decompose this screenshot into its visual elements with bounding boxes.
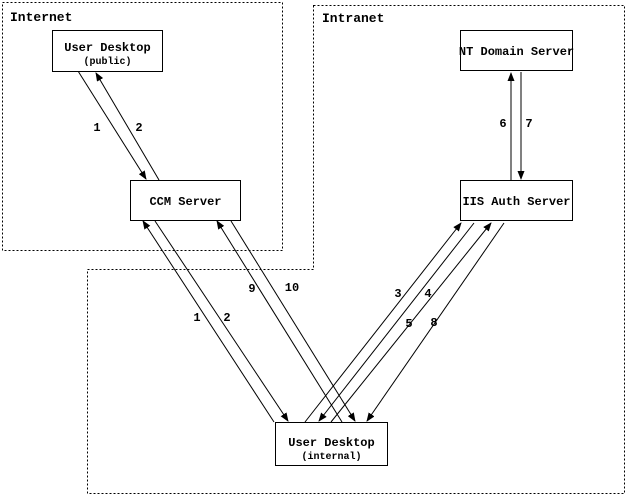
edge-label-3: 3 [394,287,401,301]
edge-4-iis-to-internal-desktop [318,222,475,422]
edge-10-ccm-to-internal-desktop [230,220,356,422]
edge-label-5: 5 [405,317,412,331]
ccm-server-box [130,180,241,221]
edge-9-internal-desktop-to-ccm [216,220,343,423]
nt-domain-server-box [460,30,573,71]
ccm-server-label: CCM Server [149,195,221,209]
internet-zone-label: Internet [10,10,72,25]
user-desktop-internal-sublabel: (internal) [301,451,361,463]
user-desktop-public-label: User Desktop [64,41,150,55]
user-desktop-internal-label: User Desktop [288,436,374,450]
edge-label-8: 8 [430,316,437,330]
edge-8-iis-to-internal-desktop [366,222,505,422]
edge-label-1-internal: 1 [193,311,200,325]
edge-2-ccm-to-internal-desktop [154,220,289,422]
nt-domain-server-label: NT Domain Server [459,45,574,59]
user-desktop-public-sublabel: (public) [83,56,131,68]
edge-label-2-internal: 2 [223,311,230,325]
edge-2-ccm-to-public-desktop [95,72,160,181]
edge-label-4: 4 [424,287,431,301]
internet-zone-outline [2,2,283,251]
iis-auth-server-label: IIS Auth Server [462,195,570,209]
user-desktop-internal-box [275,422,388,466]
intranet-zone-label: Intranet [322,11,384,26]
iis-auth-server-box [460,180,573,221]
edge-3-internal-desktop-to-iis [304,222,462,423]
edge-label-10: 10 [285,281,299,295]
node-ccm-server: CCM Server [130,180,241,221]
user-desktop-public-box [52,30,163,72]
edge-label-6: 6 [499,117,506,131]
node-user-desktop-internal: User Desktop (internal) [275,422,388,466]
edge-1-public-desktop-to-ccm [77,70,147,180]
node-iis-auth-server: IIS Auth Server [460,180,573,221]
edge-label-1-public: 1 [93,121,100,135]
edge-label-2-public: 2 [135,121,142,135]
node-nt-domain-server: NT Domain Server [459,30,574,71]
intranet-zone-outline [87,5,625,494]
edge-label-7: 7 [525,117,532,131]
node-user-desktop-public: User Desktop (public) [52,30,163,72]
edge-5-internal-desktop-to-iis [330,222,492,423]
edge-label-9: 9 [248,282,255,296]
edge-1-internal-desktop-to-ccm [142,220,275,423]
